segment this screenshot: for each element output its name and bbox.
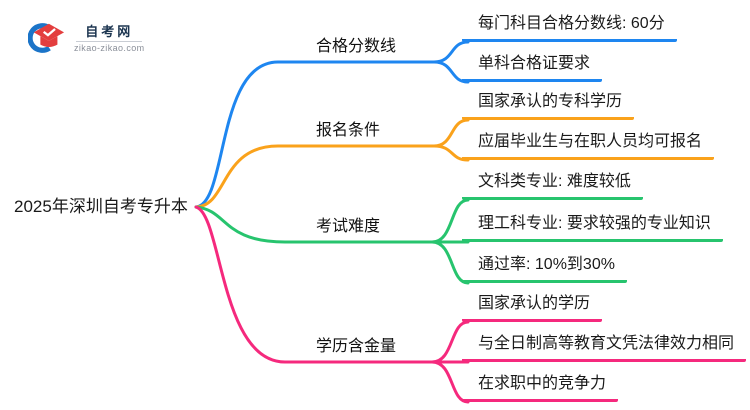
- edge-root-to-registration: [194, 144, 436, 209]
- edge-difficulty-to-liberal-arts: [430, 198, 470, 244]
- site-logo: 自考网 zikao-zikao.com: [28, 20, 145, 56]
- logo-text: 自考网 zikao-zikao.com: [74, 24, 145, 53]
- leaf-pass-rate: 通过率: 10%到30%: [462, 255, 627, 283]
- leaf-per-subject-pass-score: 每门科目合格分数线: 60分: [462, 14, 677, 42]
- edge-root-to-difficulty: [194, 205, 470, 244]
- branch-exam-difficulty: 考试难度: [316, 218, 381, 235]
- root-node: 2025年深圳自考专升本: [14, 197, 188, 216]
- leaf-graduates-and-employees: 应届毕业生与在职人员均可报名: [462, 132, 715, 160]
- edge-degree-value-to-recognized: [430, 320, 470, 364]
- logo-crescent-icon: [28, 23, 51, 53]
- leaf-single-subject-certificate: 单科合格证要求: [462, 54, 603, 82]
- logo-cap-base-icon: [40, 36, 58, 47]
- logo-cap-check-icon: [42, 28, 56, 37]
- logo-divider: [76, 40, 143, 42]
- zikao-logo-icon: [28, 23, 65, 53]
- leaf-state-recognized-degree: 国家承认的学历: [462, 294, 603, 322]
- leaf-same-legal-effect: 与全日制高等教育文凭法律效力相同: [462, 334, 747, 362]
- site-name: 自考网: [85, 23, 134, 39]
- leaf-stem-difficulty: 理工科专业: 要求较强的专业知识: [462, 214, 723, 242]
- edge-root-to-degree-value: [194, 205, 470, 364]
- leaf-recognized-college-degree: 国家承认的专科学历: [462, 92, 635, 120]
- site-url: zikao-zikao.com: [74, 42, 145, 53]
- branch-passing-score: 合格分数线: [316, 38, 397, 55]
- branch-registration: 报名条件: [316, 122, 381, 139]
- branch-degree-value: 学历含金量: [316, 338, 397, 355]
- leaf-liberal-arts-difficulty: 文科类专业: 难度较低: [462, 172, 643, 200]
- edge-root-to-passing-score: [194, 60, 436, 209]
- leaf-job-competitiveness: 在求职中的竞争力: [462, 374, 619, 402]
